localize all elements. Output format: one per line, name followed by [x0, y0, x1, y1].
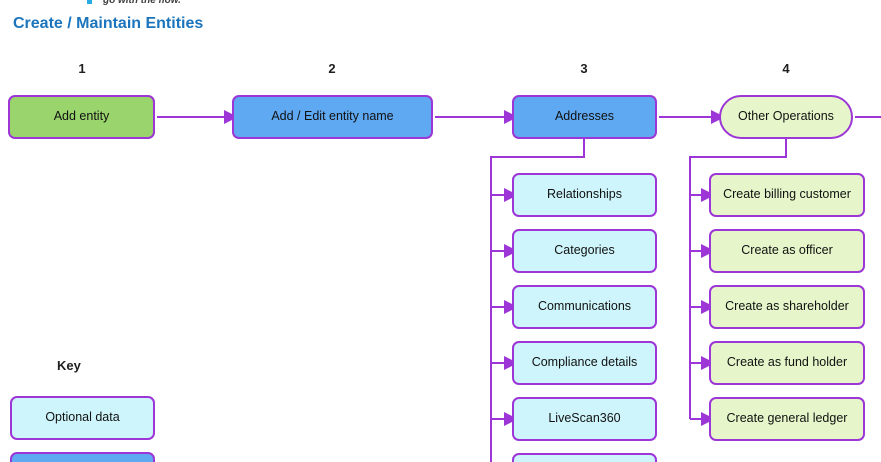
step-number-3: 3: [580, 61, 588, 76]
intro-note: go with the flow.: [103, 0, 181, 6]
substep-livescan360: LiveScan360: [512, 397, 657, 441]
substep-compliance-details: Compliance details: [512, 341, 657, 385]
substep-create-as-shareholder: Create as shareholder: [709, 285, 865, 329]
step-box-other-operations: Other Operations: [719, 95, 853, 139]
key-item-optional-data: Optional data: [10, 396, 155, 440]
step-number-1: 1: [78, 61, 86, 76]
step-box-add-edit-name: Add / Edit entity name: [232, 95, 433, 139]
substep-create-as-fund-holder: Create as fund holder: [709, 341, 865, 385]
substep-create-general-ledger: Create general ledger: [709, 397, 865, 441]
substep-create-billing-customer: Create billing customer: [709, 173, 865, 217]
step-number-4: 4: [782, 61, 790, 76]
substep-communications: Communications: [512, 285, 657, 329]
substep-cutoff: [512, 453, 657, 462]
key-item-cutoff: [10, 452, 155, 462]
step-box-add-entity: Add entity: [8, 95, 155, 139]
page-title: Create / Maintain Entities: [13, 15, 204, 32]
substep-relationships: Relationships: [512, 173, 657, 217]
bullet-icon: [87, 0, 92, 4]
substep-create-as-officer: Create as officer: [709, 229, 865, 273]
substep-categories: Categories: [512, 229, 657, 273]
key-title: Key: [57, 358, 81, 373]
step-box-addresses: Addresses: [512, 95, 657, 139]
step-number-2: 2: [328, 61, 336, 76]
